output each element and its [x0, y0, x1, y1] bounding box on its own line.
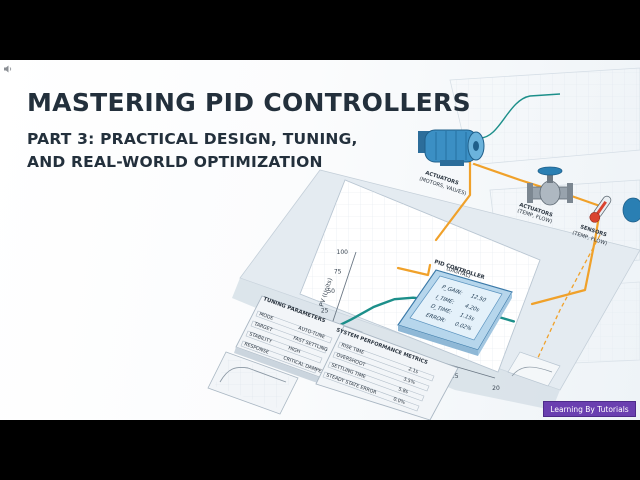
pid-illustration: 025507510005101520PV (Units)TIME (s)	[207, 67, 640, 420]
chart-y-axis	[329, 251, 357, 331]
side-panels	[507, 351, 561, 387]
speaker-icon[interactable]	[3, 64, 13, 74]
slide-subtitle-line-2: AND REAL-WORLD OPTIMIZATION	[27, 153, 323, 171]
pid-controller-module: PID CONTROLLER (DIGITAL) P_GAIN: 12.50 I…	[397, 259, 513, 356]
feedback-dashed-line	[529, 234, 601, 376]
pid-readout-label: I_TIME:	[434, 295, 456, 306]
chart-y-tick-label: 100	[337, 249, 349, 256]
edge-device-icon	[622, 197, 640, 223]
letterbox-top	[0, 0, 640, 60]
chart-y-tick-label: 75	[334, 269, 342, 276]
channel-badge: Learning By Tutorials	[543, 401, 636, 417]
chart-x-tick-label: 20	[492, 385, 500, 392]
pid-readout-label: ERROR:	[424, 313, 447, 324]
pid-readout-value: 1.15s	[458, 313, 476, 322]
chart-y-tick-label: 25	[321, 308, 329, 315]
motor-icon	[418, 129, 485, 166]
tuning-param-label: MODE	[258, 311, 274, 322]
pid-readout-value: 0.02%	[453, 322, 473, 332]
chart-y-tick-label: 50	[327, 288, 335, 295]
pid-readout-label: P_GAIN:	[440, 285, 464, 296]
metric-value: 0.0%	[392, 396, 406, 406]
slide: 025507510005101520PV (Units)TIME (s)	[0, 60, 640, 420]
valve-icon	[527, 166, 573, 206]
slide-title: MASTERING PID CONTROLLERS	[27, 88, 471, 117]
letterbox-bottom	[0, 420, 640, 480]
tuning-param-value: HIGH	[287, 345, 301, 355]
pid-readout-label: D_TIME:	[429, 304, 453, 316]
slide-subtitle-line-1: PART 3: PRACTICAL DESIGN, TUNING,	[27, 130, 358, 148]
chart-x-tick-label: 15	[451, 373, 459, 380]
metric-value: 3.5%	[402, 376, 416, 386]
metric-value: 5.8s	[397, 386, 409, 395]
pid-readout-value: 4.20s	[463, 304, 481, 313]
thermometer-icon	[589, 195, 612, 223]
metric-value: 2.1s	[407, 366, 419, 375]
mini-chart-card	[207, 351, 299, 415]
pid-readout-value: 12.50	[469, 294, 488, 304]
